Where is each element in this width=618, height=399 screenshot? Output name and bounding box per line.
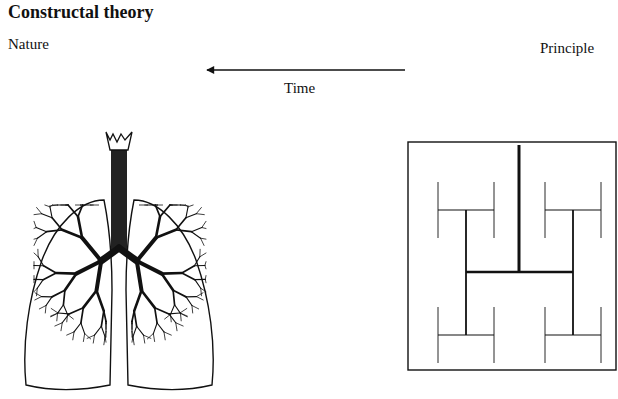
diagram-title: Constructal theory — [8, 2, 153, 23]
end-label: Nature — [8, 36, 49, 53]
axis-label: Time — [284, 80, 315, 97]
end-label: Principle — [540, 40, 594, 57]
h-tree-drawing — [408, 142, 616, 370]
time-arrow — [207, 69, 405, 71]
lungs-drawing — [25, 132, 213, 390]
